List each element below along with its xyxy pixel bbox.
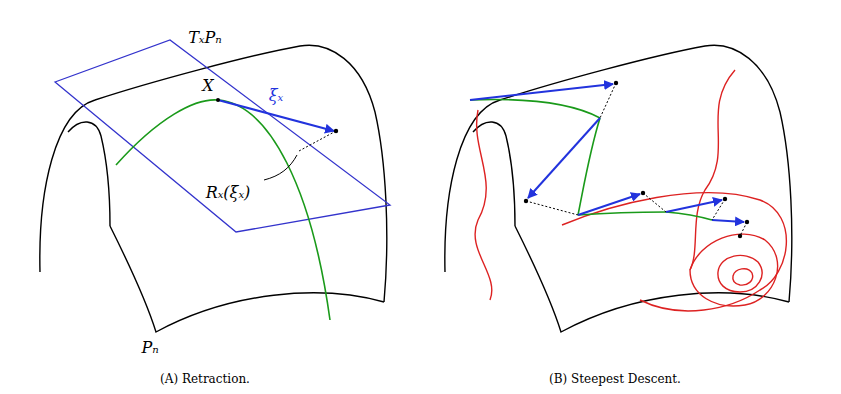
- descent-step: [470, 84, 744, 222]
- point-label: X: [202, 77, 213, 95]
- manifold-label: Pₙ: [141, 339, 158, 357]
- vector-label: ξₓ: [269, 87, 284, 105]
- caption: (A) Retraction.: [160, 373, 250, 386]
- plane-label: TₓPₙ: [188, 29, 222, 47]
- point: [216, 98, 220, 102]
- point: [524, 81, 749, 238]
- manifold-surface: [445, 45, 792, 332]
- level-curve: [475, 70, 786, 311]
- descent-path: [470, 100, 712, 220]
- projection-line: [299, 131, 336, 151]
- tangent-plane: [55, 40, 390, 232]
- retraction-label: Rₓ(ξₓ): [206, 184, 251, 202]
- caption: (B) Steepest Descent.: [549, 373, 681, 386]
- projection-line: [526, 83, 747, 236]
- leader-line: [264, 155, 297, 180]
- manifold-surface: [40, 45, 387, 332]
- curve: [116, 100, 330, 320]
